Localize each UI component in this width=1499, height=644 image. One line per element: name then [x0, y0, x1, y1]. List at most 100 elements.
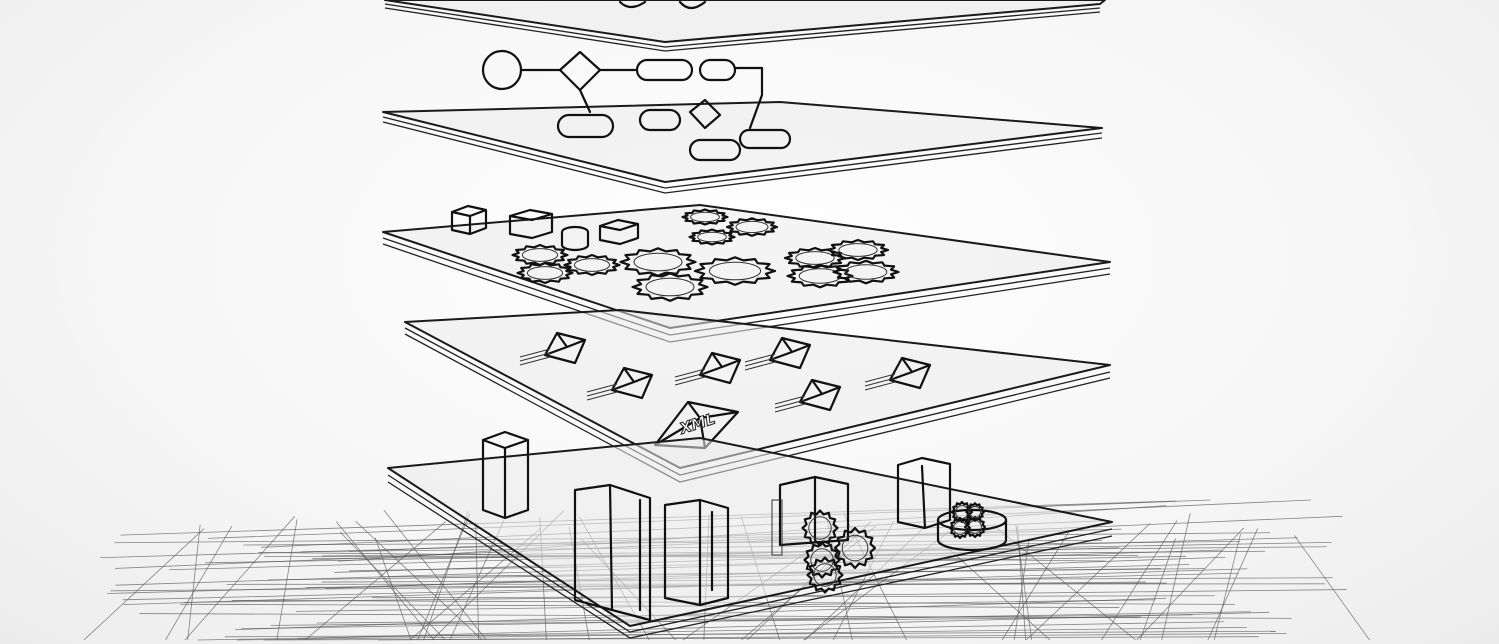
gear-icon — [725, 217, 779, 237]
motion-line — [864, 381, 896, 391]
gear-hub — [645, 277, 695, 297]
gear-hub — [708, 261, 762, 281]
gear-icon — [693, 256, 777, 286]
gear-icon — [801, 509, 839, 547]
gear-hub — [633, 252, 683, 272]
grid-line — [355, 521, 483, 641]
grid-line — [1025, 522, 1151, 641]
gear-icon — [681, 208, 729, 226]
grid-line — [423, 511, 469, 641]
gear-icon — [826, 238, 890, 262]
gear-icons — [511, 208, 900, 302]
gear-icon — [950, 500, 974, 524]
grid-line — [339, 531, 446, 641]
envelope-icon — [798, 378, 842, 412]
envelope-icon — [888, 356, 932, 390]
layer-process-flow — [382, 49, 1103, 194]
motion-line — [519, 352, 551, 362]
grid-line — [83, 528, 205, 641]
gear-hub — [841, 534, 869, 562]
flowchart-icon — [481, 49, 792, 162]
grid-line — [1101, 520, 1178, 641]
gear-hub — [955, 505, 969, 519]
gear-icon — [511, 243, 569, 267]
grid-line — [1136, 527, 1245, 641]
envelope-icon — [698, 351, 742, 385]
grid-line — [335, 521, 435, 641]
gear-hub — [690, 211, 720, 223]
motion-line — [519, 348, 551, 358]
layer-presentation — [384, 0, 1106, 52]
grid-line — [996, 527, 1137, 641]
cube-icons — [450, 204, 640, 252]
motion-line — [586, 383, 618, 393]
shape-icon — [618, 0, 707, 10]
grid-line — [1001, 531, 1070, 641]
motion-line — [586, 387, 618, 397]
gear-icon — [833, 526, 877, 570]
grid-line — [270, 616, 1141, 626]
envelope-icon — [768, 336, 812, 370]
server-rack-icons — [481, 430, 1008, 622]
gear-icon — [786, 263, 854, 289]
gear-hub — [838, 243, 878, 257]
envelope-icons — [519, 331, 932, 413]
gear-hub — [808, 516, 832, 540]
grid-line — [1293, 535, 1370, 641]
gear-hub — [795, 251, 835, 265]
layer-messaging: XML — [404, 309, 1111, 483]
motion-line — [744, 353, 776, 363]
grid-line — [417, 513, 471, 641]
gear-icon — [619, 247, 697, 277]
grid-line — [276, 519, 298, 641]
grid-line — [374, 537, 412, 641]
grid-line — [1017, 525, 1027, 641]
motion-line — [674, 368, 706, 378]
grid-line — [1013, 537, 1030, 641]
grid-line — [184, 516, 296, 641]
grid-line — [187, 524, 201, 641]
grid-line — [475, 522, 480, 641]
grid-line — [383, 509, 487, 641]
grid-line — [1161, 513, 1191, 641]
grid-line — [165, 525, 233, 641]
motion-line — [674, 376, 706, 386]
gear-icon — [965, 502, 985, 522]
gear-hub — [697, 231, 727, 243]
gear-icon — [631, 272, 709, 302]
grid-line — [304, 521, 446, 641]
hardware-gear-icons — [801, 500, 987, 594]
motion-line — [744, 361, 776, 371]
grid-line — [1207, 528, 1259, 641]
motion-line — [774, 395, 806, 405]
layer-infrastructure — [387, 430, 1113, 639]
grid-line — [241, 611, 1251, 630]
motion-line — [774, 399, 806, 409]
gear-icon — [806, 556, 844, 594]
gear-hub — [813, 563, 837, 587]
motion-line — [864, 377, 896, 387]
envelope-icon — [543, 331, 587, 365]
grid-line — [263, 636, 1259, 641]
envelope-icon — [610, 366, 654, 400]
gear-hub — [953, 521, 967, 535]
gear-icon — [516, 261, 574, 285]
motion-line — [519, 356, 551, 366]
grid-line — [1213, 533, 1241, 641]
motion-line — [774, 403, 806, 413]
motion-line — [674, 372, 706, 382]
gear-hub — [844, 264, 888, 280]
gear-icon — [688, 228, 736, 246]
motion-line — [586, 391, 618, 401]
gear-icon — [563, 253, 621, 277]
gear-icon — [948, 516, 972, 540]
grid-line — [449, 520, 505, 641]
grid-line — [1139, 538, 1176, 641]
motion-line — [744, 357, 776, 367]
gear-hub — [573, 258, 611, 272]
gear-hub — [526, 266, 564, 280]
gear-hub — [521, 248, 559, 262]
gear-icon — [832, 259, 900, 285]
